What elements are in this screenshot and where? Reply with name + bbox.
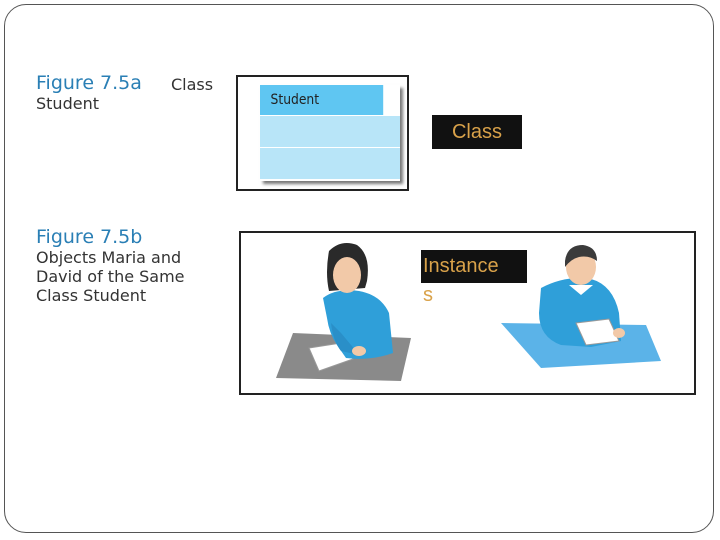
slide-frame bbox=[4, 4, 714, 533]
maria-fringe bbox=[329, 247, 363, 263]
objects-illustration bbox=[276, 243, 661, 381]
instances-label: Instance bbox=[421, 250, 527, 283]
david-collar bbox=[569, 285, 593, 295]
figure-a-caption-2: Student bbox=[36, 94, 99, 113]
uml-class-name: Student bbox=[260, 85, 384, 115]
uml-attributes-row bbox=[260, 115, 400, 147]
maria-arm bbox=[331, 323, 359, 355]
maria-face bbox=[333, 257, 361, 293]
david-hand bbox=[613, 328, 625, 338]
uml-class-diagram: Student bbox=[260, 85, 400, 181]
figure-b-caption: Objects Maria and David of the Same Clas… bbox=[36, 248, 185, 305]
figure-a-caption-1: Class bbox=[171, 75, 214, 94]
david-hair bbox=[565, 245, 597, 267]
uml-class-box: Student bbox=[236, 75, 409, 191]
david-paper bbox=[575, 318, 620, 346]
figure-b-title: Figure 7.5b bbox=[36, 226, 143, 248]
figure-a-title: Figure 7.5a bbox=[36, 72, 142, 94]
maria-hand bbox=[352, 346, 366, 356]
class-label: Class bbox=[432, 115, 522, 149]
instances-label-continuation: s bbox=[421, 284, 433, 306]
uml-methods-row bbox=[260, 147, 400, 179]
